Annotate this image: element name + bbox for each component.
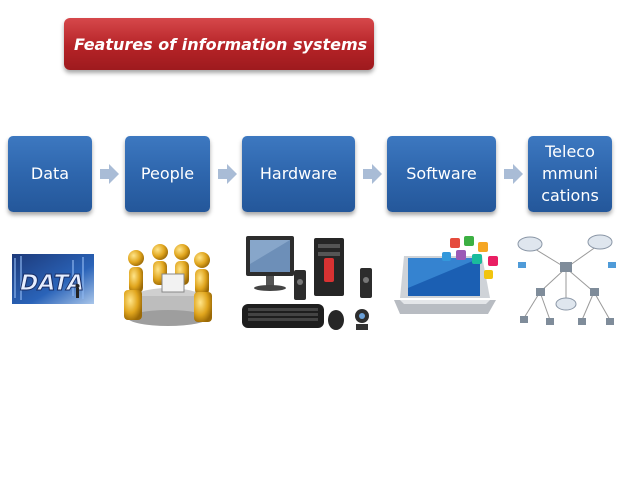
- title-text: Features of information systems: [74, 34, 368, 54]
- telecommunications-network-image: [517, 234, 616, 325]
- hardware-image: [242, 236, 372, 330]
- title-banner: Features of information systems: [64, 18, 374, 70]
- stage-telecommunications-label: Teleco mmuni cations: [541, 142, 599, 205]
- data-image: DATA: [12, 254, 94, 304]
- stage-hardware-label: Hardware: [259, 164, 338, 183]
- stage-people: People: [125, 136, 210, 212]
- stage-data: Data: [8, 136, 92, 212]
- stage-telecommunications: Teleco mmuni cations: [528, 136, 612, 212]
- svg-text:DATA: DATA: [17, 270, 87, 296]
- stage-software: Software: [387, 136, 496, 212]
- stage-hardware: Hardware: [242, 136, 355, 212]
- software-image: [394, 236, 498, 314]
- stage-people-label: People: [140, 164, 195, 183]
- stage-data-label: Data: [30, 164, 70, 183]
- people-image: [124, 244, 212, 326]
- stage-software-label: Software: [406, 164, 477, 183]
